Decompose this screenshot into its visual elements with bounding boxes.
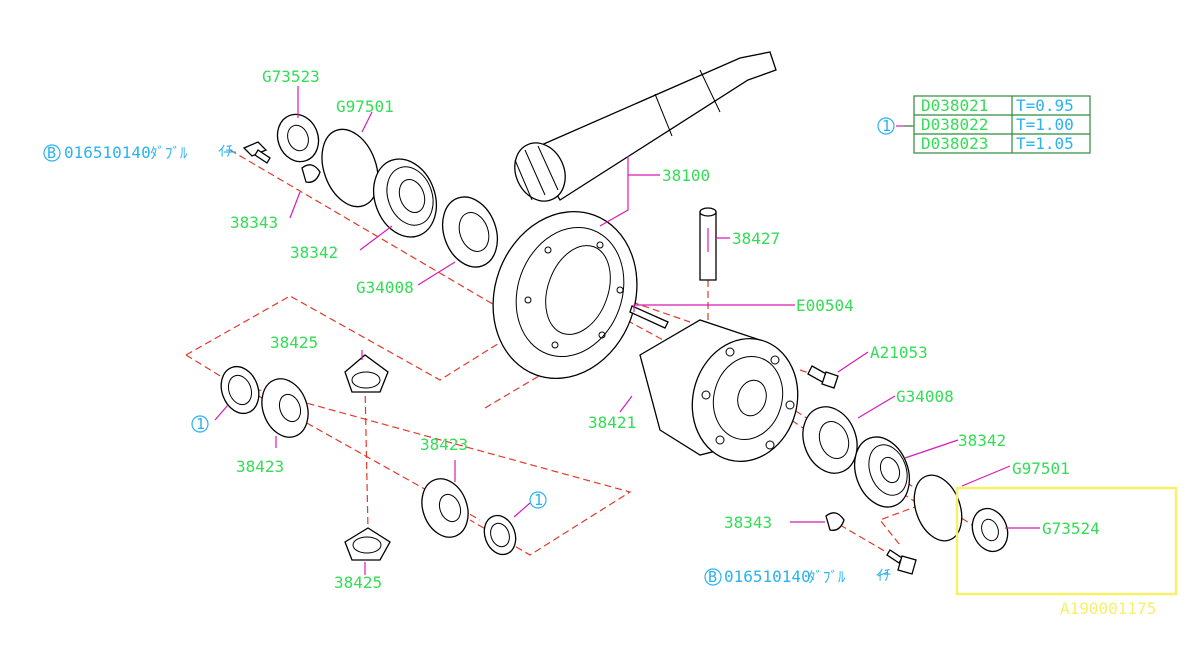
svg-text:1: 1 (882, 117, 891, 135)
label-38343-bottom: 38343 (724, 513, 772, 532)
lock-plate-38343-bottom[interactable] (825, 512, 845, 531)
differential-case-38421[interactable] (639, 319, 811, 473)
washer-center[interactable] (479, 511, 521, 559)
label-g73524: G73524 (1042, 519, 1100, 538)
label-38423-left: 38423 (236, 457, 284, 476)
svg-text:B: B (708, 568, 717, 586)
label-38100: 38100 (662, 166, 710, 185)
washer-left[interactable] (215, 361, 265, 418)
lock-plate-38343-top[interactable] (301, 164, 321, 183)
shim-row-1-thickness: T=0.95 (1016, 96, 1074, 115)
svg-text:1: 1 (196, 415, 205, 433)
label-g34008-right: G34008 (896, 387, 954, 406)
bolt-top[interactable] (242, 141, 271, 164)
highlight-box-g73524 (955, 486, 1178, 596)
callout-b-bottom: B (704, 568, 722, 586)
label-a21053: A21053 (870, 343, 928, 362)
bolt-top-qty: ｲﾁ (218, 142, 233, 160)
side-gear-38423-center[interactable] (414, 472, 476, 543)
shim-row-3-part: D038023 (921, 134, 988, 153)
shim-g97501-top[interactable] (312, 122, 388, 215)
label-38342-top: 38342 (290, 243, 338, 262)
bearing-38342-right[interactable] (845, 429, 918, 514)
label-38425-top: 38425 (270, 333, 318, 352)
straight-pin-e00504[interactable] (629, 305, 669, 329)
bolt-bottom[interactable] (886, 549, 917, 575)
label-38427: 38427 (732, 229, 780, 248)
svg-text:B: B (47, 144, 56, 162)
figure-id: A190001175 (1060, 599, 1156, 618)
shim-row-2-thickness: T=1.00 (1016, 115, 1074, 134)
bolt-bottom-suffix: ﾀﾞﾌﾞﾙ (808, 568, 846, 586)
shim-g97501-right[interactable] (906, 469, 971, 548)
leader-lines (214, 86, 1040, 577)
shim-row-3-thickness: T=1.05 (1016, 134, 1074, 153)
pinion-mate-38425-bottom[interactable] (344, 527, 391, 561)
crown-gear[interactable] (470, 191, 660, 399)
bolt-bottom-code: 016510140 (724, 567, 811, 586)
bolt-bottom-qty: ｲﾁ (876, 566, 891, 584)
label-38423-center: 38423 (420, 435, 468, 454)
label-38425-bottom: 38425 (334, 573, 382, 592)
label-38343-top: 38343 (230, 213, 278, 232)
svg-text:1: 1 (534, 491, 543, 509)
bolt-top-suffix: ﾀﾞﾌﾞﾙ (150, 144, 188, 162)
callout-1-center: 1 (529, 491, 547, 509)
side-gear-38423-left[interactable] (254, 372, 316, 443)
label-g34008-top: G34008 (356, 278, 414, 297)
bolt-top-code: 016510140 (64, 143, 151, 162)
bearing-g34008-right[interactable] (794, 399, 866, 481)
oil-seal-g73523[interactable] (271, 109, 325, 168)
callout-b-top: B (43, 144, 61, 162)
callout-1-table: 1 (877, 117, 895, 135)
callout-1-left: 1 (191, 415, 209, 433)
label-g97501-top: G97501 (336, 97, 394, 116)
label-e00504: E00504 (796, 296, 854, 315)
label-g97501-right: G97501 (1012, 459, 1070, 478)
label-g73523: G73523 (262, 67, 320, 86)
shim-row-1-part: D038021 (921, 96, 988, 115)
bearing-38342-top[interactable] (363, 150, 447, 246)
drive-pinion-shaft-38100[interactable] (506, 51, 777, 209)
label-38342-right: 38342 (958, 431, 1006, 450)
label-38421: 38421 (588, 413, 636, 432)
shim-table: D038021 T=0.95 D038022 T=1.00 D038023 T=… (904, 95, 1091, 154)
bearing-g34008-top[interactable] (433, 189, 506, 274)
bolt-a21053[interactable] (807, 365, 839, 389)
oil-seal-g73524[interactable] (967, 504, 1014, 557)
pinion-mate-38425-top[interactable] (344, 354, 389, 393)
shim-row-2-part: D038022 (921, 115, 988, 134)
